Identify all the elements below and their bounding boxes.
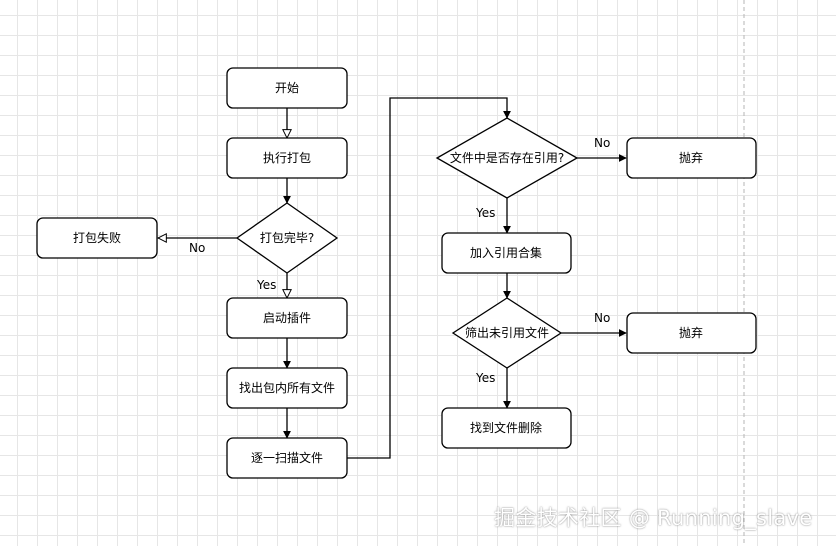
decision-file-referenced-label: 文件中是否存在引用?: [450, 150, 564, 165]
node-scan-files: 逐一扫描文件: [226, 437, 348, 479]
decision-filter-unreferenced-label: 筛出未引用文件: [465, 325, 549, 340]
node-discard-1-label: 抛弃: [679, 150, 703, 165]
decision-filter-unreferenced: 筛出未引用文件: [451, 297, 563, 369]
decision-file-referenced: 文件中是否存在引用?: [435, 117, 579, 199]
node-discard-2: 抛弃: [626, 312, 757, 354]
node-find-files: 找出包内所有文件: [226, 367, 348, 409]
node-add-ref-set: 加入引用合集: [441, 232, 572, 274]
label-ref-no: No: [594, 136, 610, 150]
decision-pack-done: 打包完毕?: [235, 202, 339, 274]
label-pack-no: No: [189, 241, 205, 255]
node-pack-fail-label: 打包失败: [73, 230, 121, 245]
label-ref-yes: Yes: [475, 206, 495, 220]
node-discard-2-label: 抛弃: [679, 325, 703, 340]
decision-pack-done-label: 打包完毕?: [260, 230, 314, 245]
node-pack-label: 执行打包: [263, 151, 311, 165]
node-start-plugin: 启动插件: [226, 297, 348, 339]
node-pack: 执行打包: [226, 137, 348, 179]
node-start-label: 开始: [275, 81, 299, 95]
node-discard-1: 抛弃: [626, 137, 757, 179]
node-start: 开始: [226, 67, 348, 109]
node-find-files-label: 找出包内所有文件: [239, 380, 335, 395]
watermark: 掘金技术社区 @ Running_slave: [494, 506, 813, 530]
node-pack-fail: 打包失败: [36, 217, 158, 259]
node-scan-files-label: 逐一扫描文件: [251, 450, 323, 465]
node-add-ref-set-label: 加入引用合集: [470, 245, 542, 260]
node-delete-files-label: 找到文件删除: [470, 420, 542, 435]
label-pack-yes: Yes: [256, 278, 276, 292]
label-filter-no: No: [594, 311, 610, 325]
node-delete-files: 找到文件删除: [441, 407, 572, 449]
node-start-plugin-label: 启动插件: [263, 311, 311, 325]
edge-scan-to-ref-decision: [347, 97, 511, 459]
label-filter-yes: Yes: [475, 371, 495, 385]
